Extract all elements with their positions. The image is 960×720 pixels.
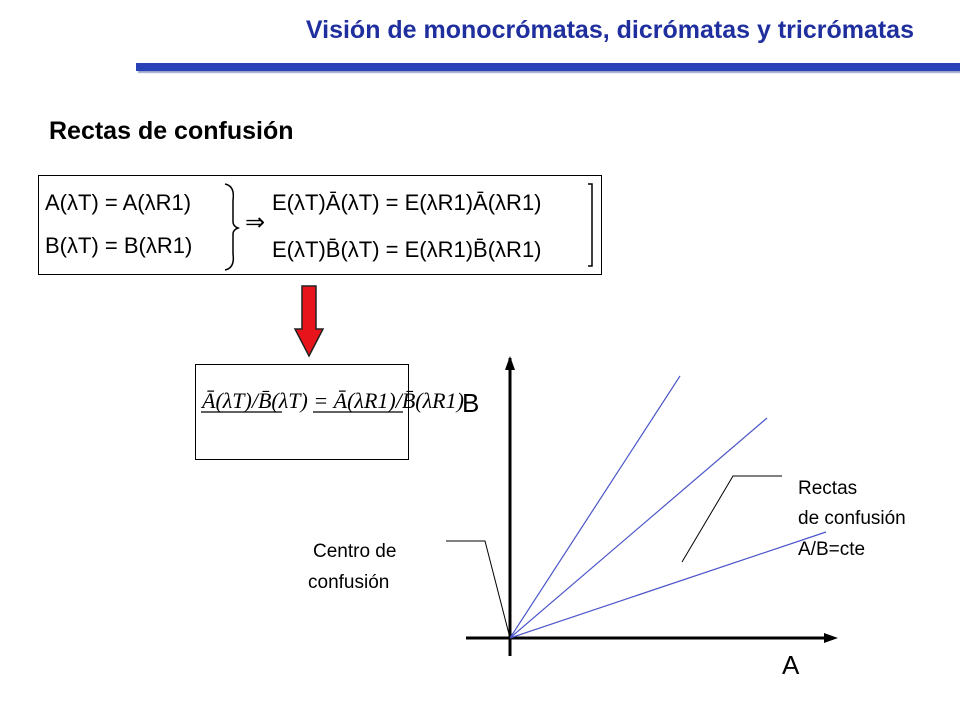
- eq-eb-equality: E(λT)B̄(λT) = E(λR1)B̄(λR1): [272, 237, 542, 262]
- axis-y: [505, 356, 515, 656]
- axis-y-label: B: [462, 388, 480, 418]
- confusion-line-steep: [509, 375, 681, 639]
- lines-label-line-1: Rectas: [798, 478, 858, 499]
- eq-a-equality: A(λT) = A(λR1): [45, 190, 192, 215]
- bracket-right-system: [588, 183, 593, 267]
- eq-ea-equality: E(λT)Ā(λT) = E(λR1)Ā(λR1): [272, 190, 542, 215]
- equation-box-system: [38, 175, 602, 275]
- center-label-line-2: confusión: [308, 572, 390, 593]
- lines-label-line-3: A/B=cte: [798, 539, 866, 560]
- brace-left: [224, 183, 241, 271]
- confusion-line-mid: [509, 417, 768, 639]
- ratio-equation: Ā(λT)/B̄(λT) = Ā(λR1)/B̄(λR1): [202, 388, 464, 413]
- center-label-line-1: Centro de: [313, 541, 397, 562]
- lines-label-line-2: de confusión: [798, 508, 906, 529]
- down-arrow: [293, 285, 325, 358]
- leader-line-center: [446, 540, 511, 639]
- eq-b-equality: B(λT) = B(λR1): [45, 233, 193, 258]
- title-underline: [136, 63, 960, 71]
- axis-x: [466, 633, 838, 643]
- equation-box-ratio: [195, 364, 409, 460]
- section-title: Rectas de confusión: [49, 117, 294, 145]
- confusion-line-shallow: [509, 531, 827, 639]
- leader-line-lines: [681, 475, 782, 563]
- implies-symbol: ⇒: [245, 209, 266, 236]
- axis-x-label: A: [782, 650, 800, 680]
- slide-title: Visión de monocrómatas, dicrómatas y tri…: [305, 16, 914, 44]
